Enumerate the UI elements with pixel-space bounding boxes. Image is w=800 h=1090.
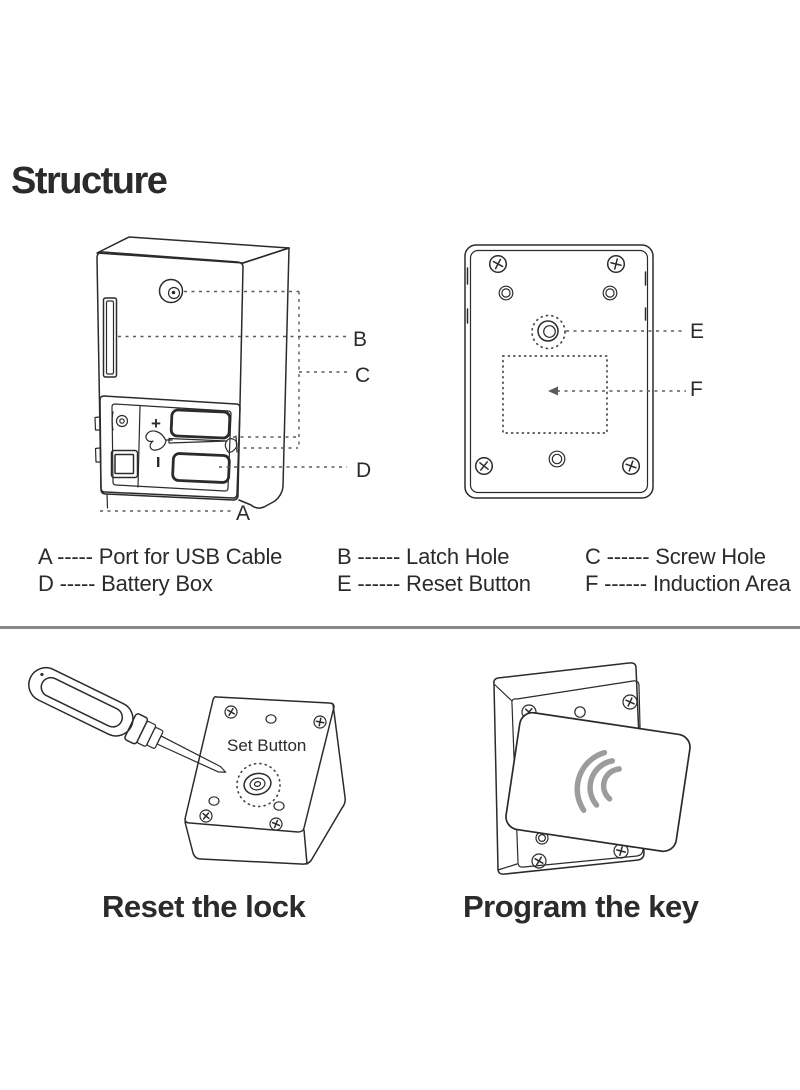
screwdriver-icon [28,666,227,773]
battery-plus-mark: + [151,414,161,433]
program-illustration-diagram [493,662,691,875]
set-button-label: Set Button [227,736,307,755]
legend-item-c: C ------ Screw Hole [585,544,766,569]
battery-minus-mark [157,457,160,467]
legend-item-b: B ------ Latch Hole [337,544,510,569]
legend-item-e: E ------ Reset Button [337,571,531,596]
callout-label-d: D [356,459,372,482]
induction-area [502,355,608,434]
back-view-diagram [464,244,686,499]
arrow-left-icon [548,386,558,396]
callout-label-b: B [353,328,368,351]
reset-illustration-diagram [28,666,346,865]
front-callout-lines [100,290,347,512]
screw-hole-icon [498,285,618,468]
section-divider [0,626,800,629]
callout-label-f: F [690,378,703,401]
screw-icon [199,705,327,831]
key-card [505,711,691,853]
battery-box-icon: + [94,395,241,509]
front-view-diagram: + [94,236,347,512]
callout-label-c: C [355,364,371,387]
reset-caption: Reset the lock [102,889,306,924]
front-screw-hole-icon [158,278,184,304]
latch-hole-icon [102,297,118,378]
callout-label-a: A [236,502,251,525]
program-caption: Program the key [463,889,699,924]
legend-item-d: D ----- Battery Box [38,571,213,596]
legend-item-f: F ------ Induction Area [585,571,791,596]
signal-waves-icon [574,749,622,813]
page-title: Structure [11,160,168,202]
screw-icon [474,254,641,476]
usb-port-icon [110,449,139,479]
reset-button-icon [531,314,566,350]
back-callout-lines [548,330,686,396]
set-button-icon [243,772,272,796]
callout-label-e: E [690,320,705,343]
legend-item-a: A ----- Port for USB Cable [38,544,283,569]
